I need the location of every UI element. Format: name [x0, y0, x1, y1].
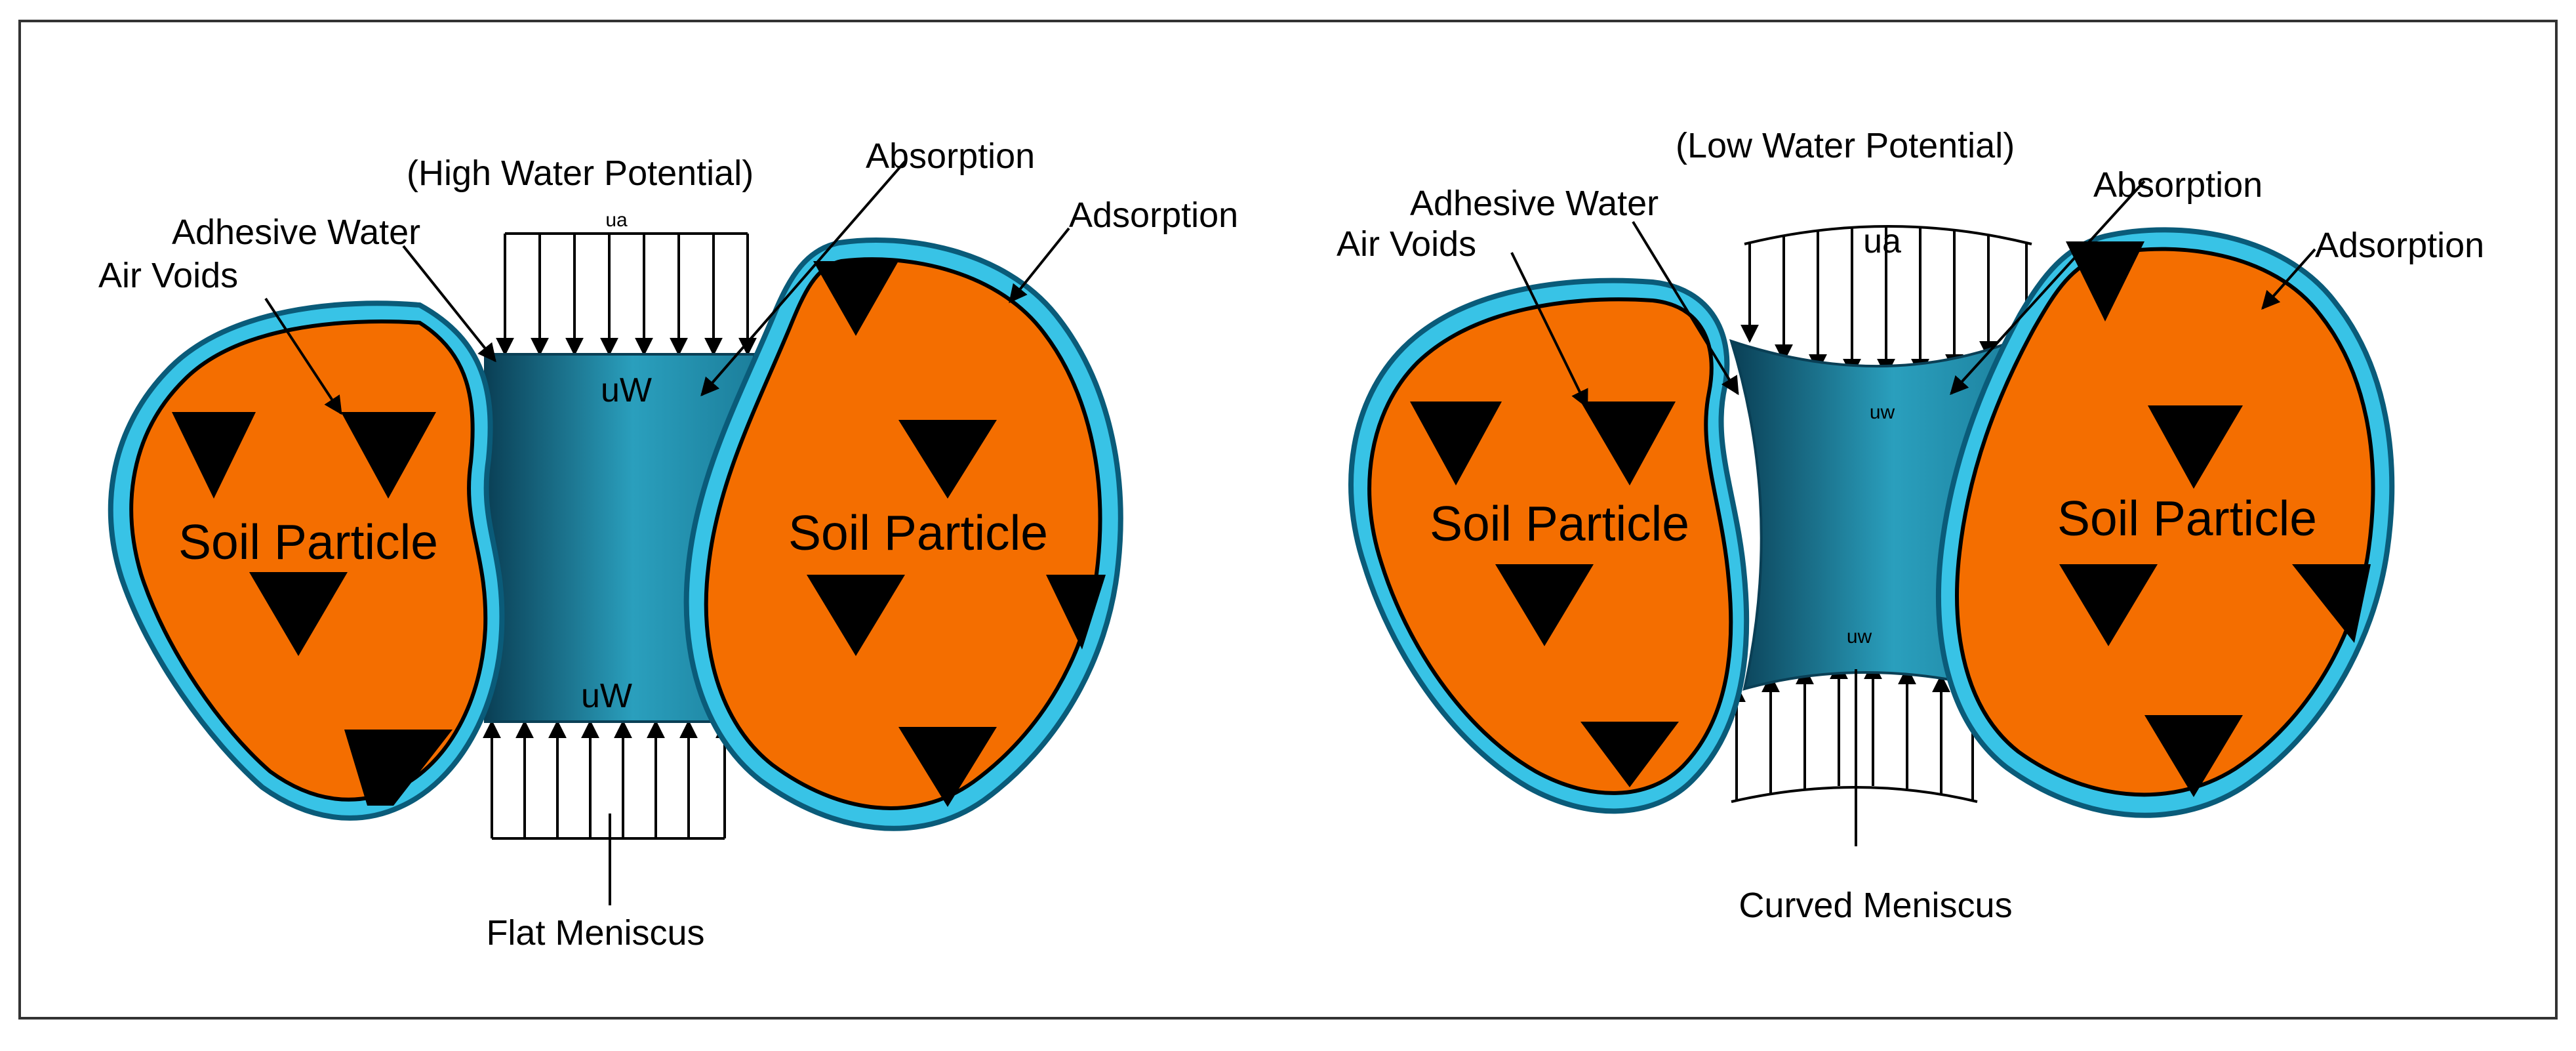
air-void: [2066, 241, 2144, 321]
left-particle-label: Soil Particle: [178, 514, 438, 569]
adhesive-water-label: Adhesive Water: [1410, 184, 1659, 223]
left-air-voids: [172, 261, 1106, 807]
leader-absorption: [1950, 180, 2146, 396]
adsorption-label: Adsorption: [1069, 196, 1238, 235]
right-air-voids: [1410, 241, 2371, 797]
meniscus-label: Flat Meniscus: [486, 913, 704, 953]
air-void: [1410, 402, 1502, 485]
left-particle-label: Soil Particle: [1430, 496, 1689, 551]
adsorption-label: Adsorption: [2315, 226, 2484, 265]
right-leaders: [1510, 180, 2316, 846]
air-void: [1495, 564, 1594, 646]
uw-lower-label: uW: [581, 677, 632, 715]
ua-label: ua: [605, 209, 628, 231]
uw-lower-label: uw: [1847, 626, 1872, 648]
right-soil-particle: [704, 257, 1102, 810]
potential-label: (Low Water Potential): [1676, 126, 2015, 165]
air-void: [341, 412, 436, 499]
uw-upper-label: uw: [1870, 402, 1895, 423]
leader-adhesive-water: [1632, 220, 1739, 396]
air-void: [172, 412, 256, 499]
air-void: [813, 261, 898, 336]
air-void: [898, 420, 997, 499]
leader-adsorption: [2261, 248, 2316, 310]
left-leaders: [264, 160, 1070, 905]
leader-absorption: [700, 160, 906, 397]
uw-upper-label: uW: [601, 371, 652, 409]
right-particle-label: Soil Particle: [2057, 491, 2317, 546]
figure-frame: [18, 20, 2558, 1020]
air-void: [1580, 722, 1679, 787]
air-void: [2148, 405, 2243, 489]
absorption-label: Absorption: [866, 136, 1035, 176]
right-panel: Soil Particle Soil Particle (Low Water P…: [1337, 126, 2484, 925]
right-panel-right-particle: [1955, 247, 2375, 797]
leader-air-voids: [264, 297, 342, 415]
air-void: [898, 727, 997, 807]
absorption-label: Absorption: [2093, 165, 2263, 205]
right-particle-label: Soil Particle: [788, 505, 1048, 560]
air-void: [249, 572, 348, 656]
potential-label: (High Water Potential): [407, 154, 754, 193]
leader-adsorption: [1009, 227, 1070, 304]
adhesive-water-label: Adhesive Water: [172, 213, 420, 252]
air-voids-label: Air Voids: [1337, 224, 1476, 264]
air-void: [2144, 715, 2243, 797]
leader-adhesive-water: [402, 245, 496, 363]
left-panel: Soil Particle Soil Particle (High Water …: [98, 136, 1238, 953]
air-voids-label: Air Voids: [98, 256, 238, 295]
ua-label: ua: [1863, 222, 1901, 260]
air-void: [1046, 575, 1106, 649]
air-void: [2292, 564, 2371, 643]
meniscus-label: Curved Meniscus: [1739, 886, 2012, 925]
left-uw-arrows: [483, 720, 734, 840]
left-ua-arrows: [496, 232, 757, 356]
leader-air-voids: [1510, 252, 1588, 409]
right-ua-arrows: [1741, 225, 2036, 377]
air-void: [2059, 564, 2158, 646]
air-void: [807, 575, 905, 656]
air-void: [344, 730, 453, 806]
air-void: [1580, 402, 1676, 485]
